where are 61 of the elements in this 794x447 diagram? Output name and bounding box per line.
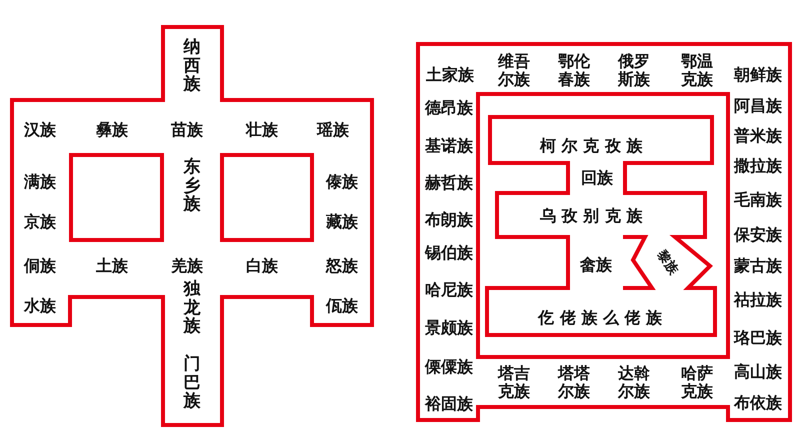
ethnic-group-name: 哈尼族 bbox=[425, 281, 473, 299]
empty-square bbox=[68, 152, 165, 243]
ethnic-group-name: 柯尔克孜族 bbox=[540, 137, 648, 155]
ethnic-group-name: 回族 bbox=[581, 169, 613, 187]
ethnic-group-name: 保安族 bbox=[734, 226, 782, 244]
character-outline bbox=[415, 41, 793, 423]
ethnic-group-name: 赫哲族 bbox=[425, 174, 473, 192]
ethnic-group-name: 德昂族 bbox=[425, 99, 473, 117]
empty-square bbox=[475, 91, 731, 360]
ethnic-group-name: 白族 bbox=[246, 257, 278, 275]
ethnic-group-name: 布依族 bbox=[734, 394, 782, 412]
ethnic-group-name: 撒拉族 bbox=[734, 157, 782, 175]
ethnic-group-name: 汉族 bbox=[24, 121, 56, 139]
ethnic-group-name: 羌族 bbox=[171, 257, 203, 275]
ethnic-group-name: 毛南族 bbox=[734, 191, 782, 209]
ethnic-group-name: 布朗族 bbox=[425, 211, 473, 229]
ethnic-group-name: 鄂伦春族 bbox=[558, 52, 590, 88]
character-outline bbox=[9, 24, 375, 428]
character-outline bbox=[484, 114, 718, 338]
ethnic-group-name: 景颇族 bbox=[425, 319, 473, 337]
ethnic-group-name: 怒族 bbox=[326, 257, 358, 275]
ethnic-group-name: 彝族 bbox=[96, 121, 128, 139]
ethnic-group-name: 瑶族 bbox=[317, 121, 349, 139]
ethnic-group-name: 藏族 bbox=[326, 213, 358, 231]
ethnic-group-name: 蒙古族 bbox=[734, 257, 782, 275]
ethnic-group-name: 乌孜别克族 bbox=[540, 207, 648, 225]
ethnic-group-name: 维吾尔族 bbox=[498, 52, 530, 88]
ethnic-group-name: 鄂温克族 bbox=[681, 52, 713, 88]
ethnic-group-name: 傣族 bbox=[326, 173, 358, 191]
ethnic-group-name: 佤族 bbox=[326, 297, 358, 315]
ethnic-group-name: 锡伯族 bbox=[425, 244, 473, 262]
ethnic-group-name: 基诺族 bbox=[425, 137, 473, 155]
ethnic-group-name: 傈僳族 bbox=[425, 358, 473, 376]
ethnic-group-name: 裕固族 bbox=[425, 395, 473, 413]
ethnic-group-name: 朝鲜族 bbox=[734, 66, 782, 84]
ethnic-group-name: 壮族 bbox=[246, 121, 278, 139]
ethnic-group-name: 土家族 bbox=[426, 66, 474, 84]
ethnic-group-name: 满族 bbox=[24, 173, 56, 191]
empty-square bbox=[219, 152, 315, 243]
ethnic-group-name: 珞巴族 bbox=[734, 329, 782, 347]
ethnic-group-name: 俄罗斯族 bbox=[618, 52, 650, 88]
ethnic-group-name: 哈萨克族 bbox=[681, 364, 713, 400]
ethnic-group-name: 黎族 bbox=[654, 248, 680, 278]
ethnic-group-name: 达斡尔族 bbox=[618, 364, 650, 400]
ethnic-group-name: 土族 bbox=[96, 257, 128, 275]
ethnic-group-name: 侗族 bbox=[24, 257, 56, 275]
ethnic-group-name: 仡佬族么佬族 bbox=[538, 309, 668, 327]
ethnic-group-name: 水族 bbox=[24, 297, 56, 315]
ethnic-group-name: 普米族 bbox=[734, 127, 782, 145]
ethnic-group-name: 塔吉克族 bbox=[498, 364, 530, 400]
ethnic-group-name: 门巴族 bbox=[184, 354, 200, 412]
ethnic-group-name: 京族 bbox=[24, 213, 56, 231]
ethnic-group-name: 高山族 bbox=[734, 363, 782, 381]
ethnic-group-name: 塔塔尔族 bbox=[558, 364, 590, 400]
ethnic-group-name: 畲族 bbox=[580, 256, 612, 274]
ethnic-group-name: 苗族 bbox=[171, 121, 203, 139]
ethnic-group-name: 祜拉族 bbox=[734, 291, 782, 309]
ethnic-group-name: 东乡族 bbox=[184, 158, 200, 214]
ethnic-group-name: 阿昌族 bbox=[734, 97, 782, 115]
ethnic-group-name: 纳西族 bbox=[184, 38, 200, 94]
ethnic-group-name: 独龙族 bbox=[184, 280, 200, 336]
